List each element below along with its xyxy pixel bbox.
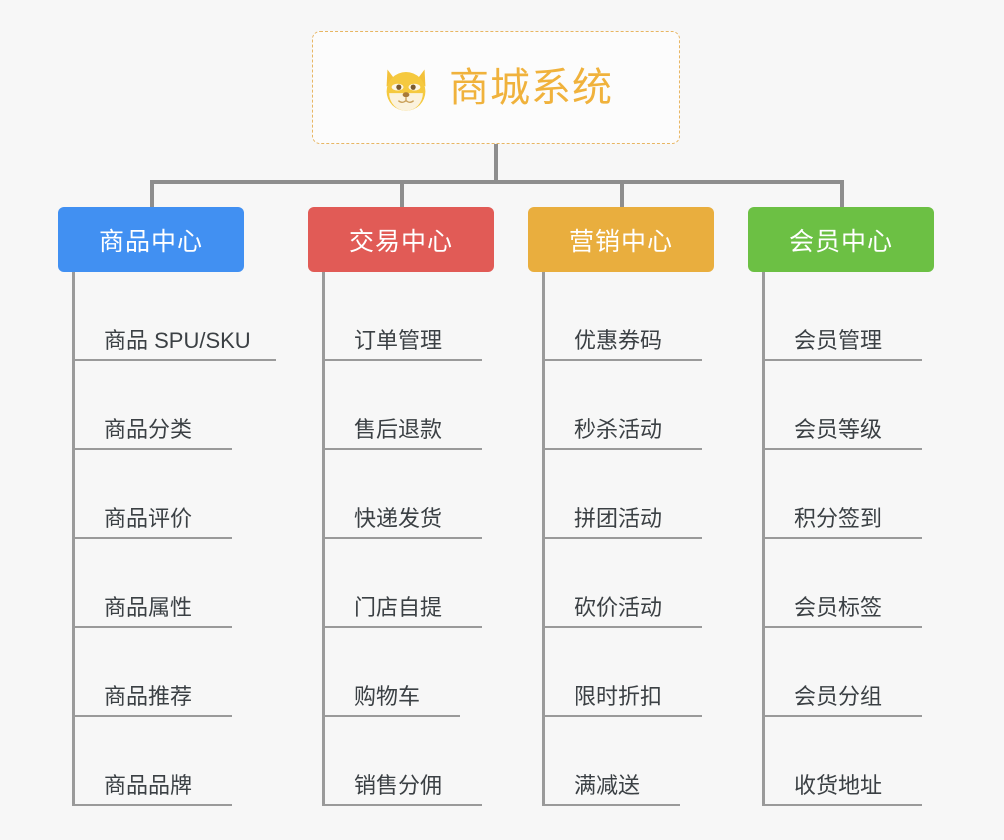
leaf-label: 砍价活动	[574, 594, 663, 620]
leaf-label: 订单管理	[354, 327, 443, 353]
list-item[interactable]: 收货地址	[762, 717, 922, 806]
leaf-label: 会员分组	[794, 683, 883, 709]
leaf-label: 商品品牌	[104, 772, 193, 798]
connector-horizontal-bus	[150, 180, 844, 184]
leaf-label: 售后退款	[354, 416, 443, 442]
list-item[interactable]: 优惠券码	[542, 272, 702, 361]
column-member-center: 会员中心 会员管理 会员等级 积分签到 会员标签 会员分组 收货地址	[748, 207, 934, 806]
leaf-label: 优惠券码	[574, 327, 663, 353]
list-item[interactable]: 购物车	[322, 628, 460, 717]
leaf-list-trade-center: 订单管理 售后退款 快递发货 门店自提 购物车 销售分佣	[308, 272, 494, 806]
connector-branch-3	[620, 180, 624, 208]
leaf-list-product-center: 商品 SPU/SKU 商品分类 商品评价 商品属性 商品推荐 商品品牌	[58, 272, 276, 806]
leaf-label: 商品评价	[104, 505, 193, 531]
column-marketing-center: 营销中心 优惠券码 秒杀活动 拼团活动 砍价活动 限时折扣 满减送	[528, 207, 714, 806]
leaf-label: 满减送	[574, 772, 641, 798]
connector-branch-1	[150, 180, 154, 208]
list-item[interactable]: 商品品牌	[72, 717, 232, 806]
category-header-member-center[interactable]: 会员中心	[748, 207, 934, 272]
column-product-center: 商品中心 商品 SPU/SKU 商品分类 商品评价 商品属性 商品推荐 商品品牌	[58, 207, 276, 806]
leaf-list-member-center: 会员管理 会员等级 积分签到 会员标签 会员分组 收货地址	[748, 272, 934, 806]
list-item[interactable]: 会员管理	[762, 272, 922, 361]
root-title: 商城系统	[449, 65, 613, 110]
leaf-label: 会员管理	[794, 327, 883, 353]
category-label: 营销中心	[568, 227, 673, 256]
list-item[interactable]: 拼团活动	[542, 450, 702, 539]
category-header-product-center[interactable]: 商品中心	[58, 207, 244, 272]
leaf-label: 拼团活动	[574, 505, 663, 531]
list-item[interactable]: 满减送	[542, 717, 680, 806]
list-item[interactable]: 砍价活动	[542, 539, 702, 628]
leaf-label: 商品属性	[104, 594, 193, 620]
leaf-label: 限时折扣	[574, 683, 663, 709]
leaf-label: 商品分类	[104, 416, 193, 442]
connector-branch-4	[840, 180, 844, 208]
list-item[interactable]: 会员等级	[762, 361, 922, 450]
leaf-label: 销售分佣	[354, 772, 443, 798]
leaf-label: 秒杀活动	[574, 416, 663, 442]
list-item[interactable]: 订单管理	[322, 272, 482, 361]
category-label: 交易中心	[348, 227, 453, 256]
leaf-label: 收货地址	[794, 772, 883, 798]
leaf-label: 商品推荐	[104, 683, 193, 709]
list-item[interactable]: 销售分佣	[322, 717, 482, 806]
leaf-rail	[542, 272, 545, 806]
category-header-trade-center[interactable]: 交易中心	[308, 207, 494, 272]
list-item[interactable]: 秒杀活动	[542, 361, 702, 450]
leaf-label: 会员等级	[794, 416, 883, 442]
leaf-label: 会员标签	[794, 594, 883, 620]
list-item[interactable]: 会员分组	[762, 628, 922, 717]
leaf-rail	[762, 272, 765, 806]
list-item[interactable]: 商品推荐	[72, 628, 232, 717]
list-item[interactable]: 商品评价	[72, 450, 232, 539]
root-node-content: 商城系统	[379, 61, 613, 115]
list-item[interactable]: 积分签到	[762, 450, 922, 539]
leaf-label: 快递发货	[354, 505, 443, 531]
root-node[interactable]: 商城系统	[312, 31, 680, 144]
connector-branch-2	[400, 180, 404, 208]
connector-root-stem	[494, 144, 498, 182]
leaf-label: 门店自提	[354, 594, 443, 620]
category-label: 会员中心	[788, 227, 893, 256]
list-item[interactable]: 售后退款	[322, 361, 482, 450]
leaf-list-marketing-center: 优惠券码 秒杀活动 拼团活动 砍价活动 限时折扣 满减送	[528, 272, 714, 806]
list-item[interactable]: 限时折扣	[542, 628, 702, 717]
list-item[interactable]: 会员标签	[762, 539, 922, 628]
list-item[interactable]: 商品 SPU/SKU	[72, 272, 276, 361]
leaf-rail	[72, 272, 75, 806]
leaf-label: 积分签到	[794, 505, 883, 531]
list-item[interactable]: 商品属性	[72, 539, 232, 628]
category-header-marketing-center[interactable]: 营销中心	[528, 207, 714, 272]
dog-face-emoji-icon	[379, 61, 433, 115]
list-item[interactable]: 商品分类	[72, 361, 232, 450]
list-item[interactable]: 快递发货	[322, 450, 482, 539]
column-trade-center: 交易中心 订单管理 售后退款 快递发货 门店自提 购物车 销售分佣	[308, 207, 494, 806]
leaf-rail	[322, 272, 325, 806]
category-label: 商品中心	[98, 227, 203, 256]
list-item[interactable]: 门店自提	[322, 539, 482, 628]
leaf-label: 购物车	[354, 683, 421, 709]
leaf-label: 商品 SPU/SKU	[104, 327, 251, 353]
